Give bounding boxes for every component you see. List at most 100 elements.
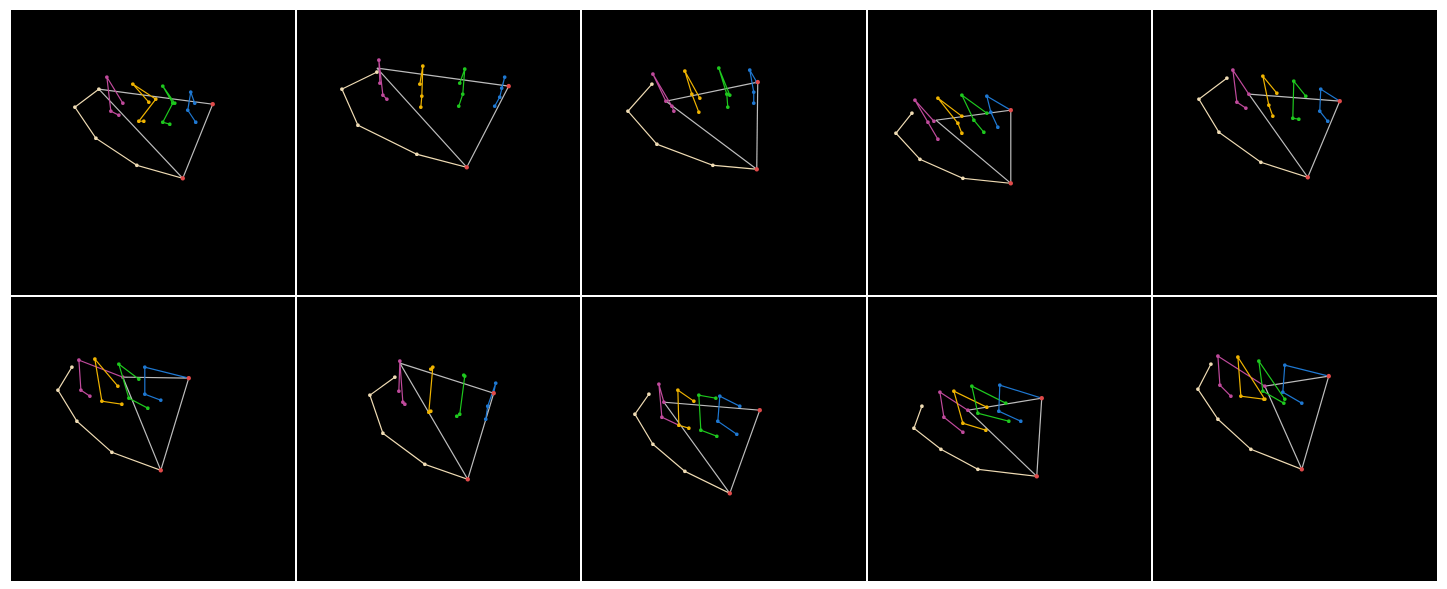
palm-edge bbox=[1249, 93, 1341, 102]
middle-finger-chain-joint bbox=[690, 92, 694, 96]
thumb-chain bbox=[1198, 77, 1309, 178]
palm-edge bbox=[967, 409, 1037, 477]
index-finger-chain-joint bbox=[1231, 68, 1236, 72]
pinky-finger-chain bbox=[1319, 88, 1341, 122]
index-finger-chain-joint bbox=[109, 109, 113, 113]
middle-finger-chain-joint bbox=[420, 64, 425, 68]
index-finger-chain-joint bbox=[105, 75, 109, 79]
palm-edge bbox=[398, 362, 468, 480]
palm-joint bbox=[186, 375, 191, 380]
pinky-finger-chain bbox=[493, 76, 505, 107]
pinky-finger-chain-joint bbox=[1318, 109, 1322, 113]
palm-edge bbox=[465, 85, 509, 168]
ring-finger-chain-joint bbox=[1282, 400, 1287, 405]
thumb-chain bbox=[894, 112, 1011, 184]
ring-finger-chain-joint bbox=[726, 105, 730, 109]
thumb-chain-joint bbox=[911, 425, 916, 430]
ring-finger-chain-joint bbox=[971, 118, 976, 122]
thumb-chain-joint bbox=[655, 142, 659, 147]
hand-skeleton bbox=[73, 75, 215, 181]
hand-skeleton-panel bbox=[11, 296, 295, 581]
palm-joint bbox=[1337, 98, 1343, 104]
ring-finger-chain-joint bbox=[1006, 418, 1011, 423]
palm-edge bbox=[729, 409, 761, 494]
palm-joint bbox=[757, 407, 763, 412]
thumb-chain-joint bbox=[647, 391, 651, 396]
hand-skeleton-panel bbox=[582, 10, 866, 295]
thumb-chain-joint bbox=[1217, 130, 1222, 135]
pinky-finger-chain-joint bbox=[996, 408, 1001, 413]
hand-skeleton-panel bbox=[867, 296, 1152, 581]
middle-finger-chain-joint bbox=[100, 398, 104, 403]
pinky-finger-chain-joint bbox=[499, 86, 504, 90]
pinky-finger-chain-joint bbox=[995, 125, 1000, 130]
palm-edge bbox=[665, 81, 759, 102]
palm-edge bbox=[466, 392, 494, 479]
index-finger-chain-joint bbox=[935, 137, 940, 142]
palm-joint bbox=[210, 101, 215, 107]
ring-finger-chain-joint bbox=[117, 361, 121, 366]
index-finger-chain-joint bbox=[664, 99, 668, 103]
palm-edge bbox=[935, 109, 1011, 121]
index-finger-chain-joint bbox=[670, 104, 674, 108]
index-finger-chain-joint bbox=[117, 113, 121, 117]
index-finger-chain bbox=[1232, 69, 1250, 109]
index-finger-chain-joint bbox=[960, 429, 965, 434]
index-finger-chain-joint bbox=[912, 98, 917, 102]
index-finger-chain-joint bbox=[1263, 383, 1268, 388]
index-finger-chain bbox=[658, 383, 680, 426]
hand-skeleton bbox=[339, 58, 511, 170]
ring-finger-chain-joint bbox=[725, 92, 729, 96]
thumb-chain bbox=[368, 376, 468, 480]
ring-finger-chain bbox=[961, 94, 987, 133]
pinky-finger-chain bbox=[1282, 363, 1330, 404]
wrist-joint bbox=[754, 167, 760, 172]
pinky-finger-chain bbox=[187, 89, 197, 123]
index-finger-chain bbox=[1217, 354, 1266, 397]
index-finger-chain-joint bbox=[380, 93, 385, 97]
ring-finger-chain-joint bbox=[462, 67, 467, 71]
hand-skeleton-panel bbox=[296, 296, 581, 581]
pinky-finger-chain bbox=[484, 382, 496, 419]
index-finger-chain-joint bbox=[925, 120, 930, 125]
thumb-chain bbox=[634, 393, 731, 494]
middle-finger-chain bbox=[1237, 356, 1266, 400]
ring-finger-chain-joint bbox=[1292, 79, 1296, 83]
hand-skeleton bbox=[626, 66, 761, 172]
wrist-joint bbox=[464, 165, 469, 170]
middle-finger-chain-joint bbox=[418, 105, 423, 109]
middle-finger-chain-joint bbox=[955, 121, 960, 126]
pinky-finger-chain-joint bbox=[718, 393, 722, 398]
index-finger-chain-joint bbox=[660, 414, 664, 419]
pinky-finger-chain-joint bbox=[1326, 119, 1330, 123]
thumb-chain-joint bbox=[392, 374, 397, 379]
ring-finger-chain-joint bbox=[981, 130, 986, 135]
panel-grid bbox=[11, 10, 1437, 581]
palm-edge bbox=[1248, 93, 1309, 178]
ring-finger-chain-joint bbox=[456, 104, 461, 108]
thumb-chain-joint bbox=[917, 157, 922, 162]
palm-joint bbox=[1039, 395, 1044, 400]
thumb-chain-joint bbox=[70, 364, 74, 369]
hand-skeleton bbox=[56, 356, 191, 473]
thumb-chain-joint bbox=[626, 109, 630, 113]
palm-edge bbox=[376, 67, 509, 87]
pinky-finger-chain-joint bbox=[185, 108, 190, 112]
thumb-chain-joint bbox=[75, 418, 79, 423]
palm-edge bbox=[122, 376, 162, 471]
palm-edge bbox=[1035, 397, 1043, 476]
index-finger-chain-joint bbox=[672, 109, 676, 113]
thumb-chain-joint bbox=[56, 387, 60, 392]
palm-joint bbox=[1326, 373, 1332, 378]
ring-finger-chain-joint bbox=[460, 92, 465, 96]
ring-finger-chain-joint bbox=[728, 93, 732, 97]
middle-finger-chain-joint bbox=[131, 82, 135, 86]
index-finger-chain-joint bbox=[77, 357, 81, 362]
ring-finger-chain-joint bbox=[717, 66, 721, 70]
thumb-chain-joint bbox=[1249, 446, 1254, 451]
thumb-chain-joint bbox=[938, 446, 943, 451]
ring-finger-chain-joint bbox=[1257, 358, 1262, 363]
palm-joint bbox=[491, 390, 496, 395]
middle-finger-chain-joint bbox=[692, 398, 696, 403]
index-finger-chain-joint bbox=[1244, 106, 1249, 110]
